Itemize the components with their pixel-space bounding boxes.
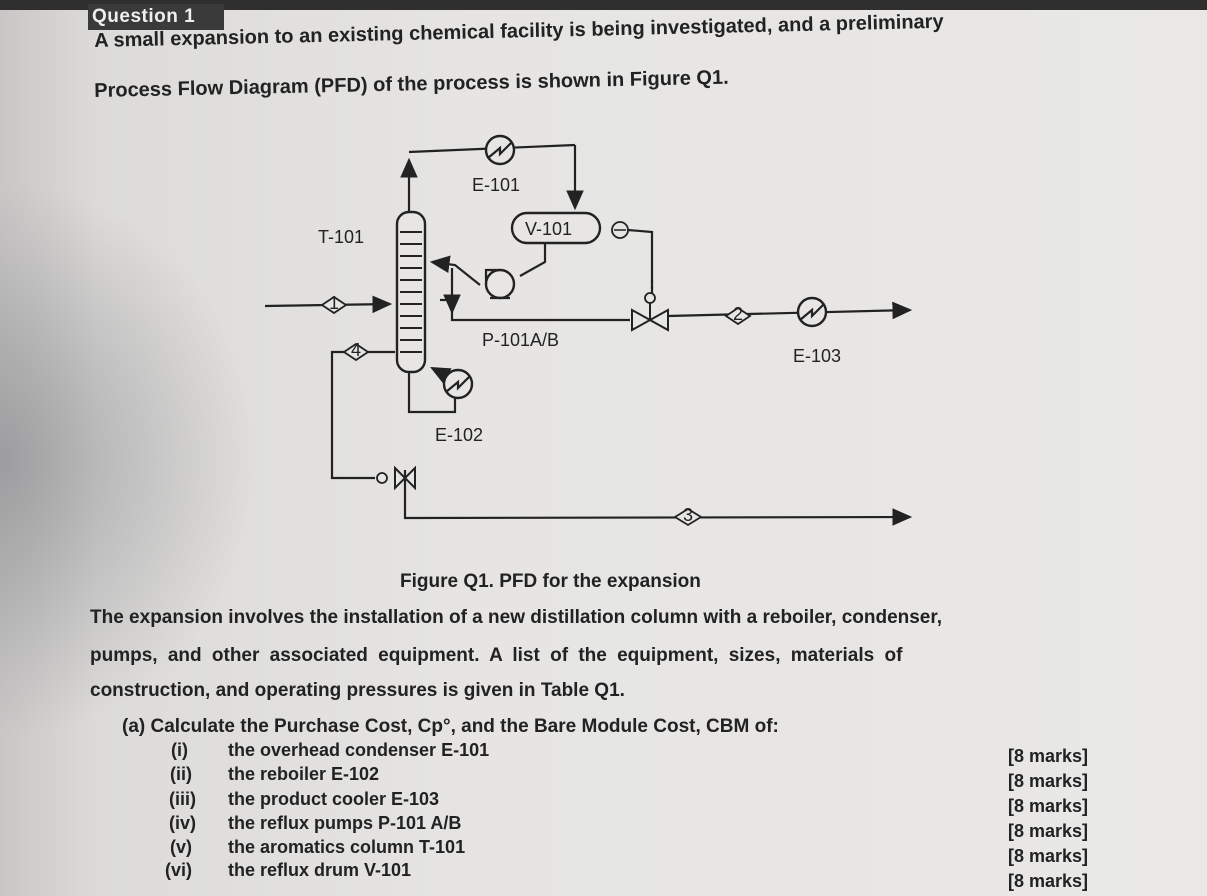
- item-number: (iv): [169, 813, 196, 833]
- reboiler-e102-icon: [442, 368, 474, 400]
- item-marks: [8 marks]: [1008, 771, 1089, 791]
- pump-p101-icon: [484, 268, 516, 300]
- svg-text:4: 4: [351, 340, 361, 360]
- item-text: the reflux pumps P-101 A/B: [228, 813, 462, 833]
- item-marks: [8 marks]: [1008, 846, 1089, 866]
- item-text: the reflux drum V-101: [228, 860, 412, 880]
- stream-1-marker: 1: [320, 293, 348, 315]
- item-number: (iii): [169, 789, 196, 809]
- label-p101: P-101A/B: [482, 330, 559, 350]
- part-a-prompt: (a) Calculate the Purchase Cost, Cp°, an…: [122, 716, 779, 737]
- item-number: (vi): [165, 860, 192, 880]
- reflux-drum-outlet: [519, 240, 547, 277]
- body-line-3: construction, and operating pressures is…: [90, 680, 625, 701]
- label-e101: E-101: [472, 175, 520, 195]
- control-valve-icon: [631, 292, 669, 332]
- item-number: (v): [170, 837, 192, 857]
- distillate-line: [450, 268, 630, 322]
- item-text: the reboiler E-102: [228, 764, 380, 784]
- level-controller-icon: [611, 221, 629, 239]
- item-text: the aromatics column T-101: [228, 837, 466, 857]
- body-line-2: pumps, and other associated equipment. A…: [90, 645, 903, 666]
- label-e103: E-103: [793, 346, 841, 366]
- bottoms-valve-icon: [376, 465, 416, 491]
- stream-4-marker: 4: [342, 340, 370, 362]
- item-number: (ii): [170, 764, 192, 784]
- bottoms-line: [407, 368, 457, 414]
- item-text: the product cooler E-103: [228, 789, 440, 809]
- item-marks: [8 marks]: [1008, 796, 1089, 816]
- column-t101: [395, 210, 427, 374]
- svg-text:3: 3: [683, 505, 693, 525]
- item-text: the overhead condenser E-101: [228, 740, 490, 760]
- top-bar: [0, 0, 1207, 10]
- condenser-e101-icon: [484, 134, 516, 166]
- stream-3-marker: 3: [673, 505, 703, 527]
- item-marks: [8 marks]: [1008, 821, 1089, 841]
- reflux-drum-v101: [510, 211, 602, 245]
- body-line-1: The expansion involves the installation …: [90, 607, 943, 628]
- figure-caption: Figure Q1. PFD for the expansion: [400, 571, 701, 592]
- item-marks: [8 marks]: [1008, 871, 1089, 891]
- stream-2-marker: 2: [724, 304, 752, 326]
- item-marks: [8 marks]: [1008, 746, 1089, 766]
- label-v101: V-101: [525, 219, 572, 239]
- question-header: Question 1: [88, 4, 224, 30]
- label-t101: T-101: [318, 227, 364, 247]
- cooler-e103-icon: [796, 296, 828, 328]
- label-e102: E-102: [435, 425, 483, 445]
- item-number: (i): [171, 740, 188, 760]
- svg-text:2: 2: [733, 304, 743, 324]
- svg-text:1: 1: [329, 293, 339, 313]
- reflux-return-line: [429, 255, 481, 286]
